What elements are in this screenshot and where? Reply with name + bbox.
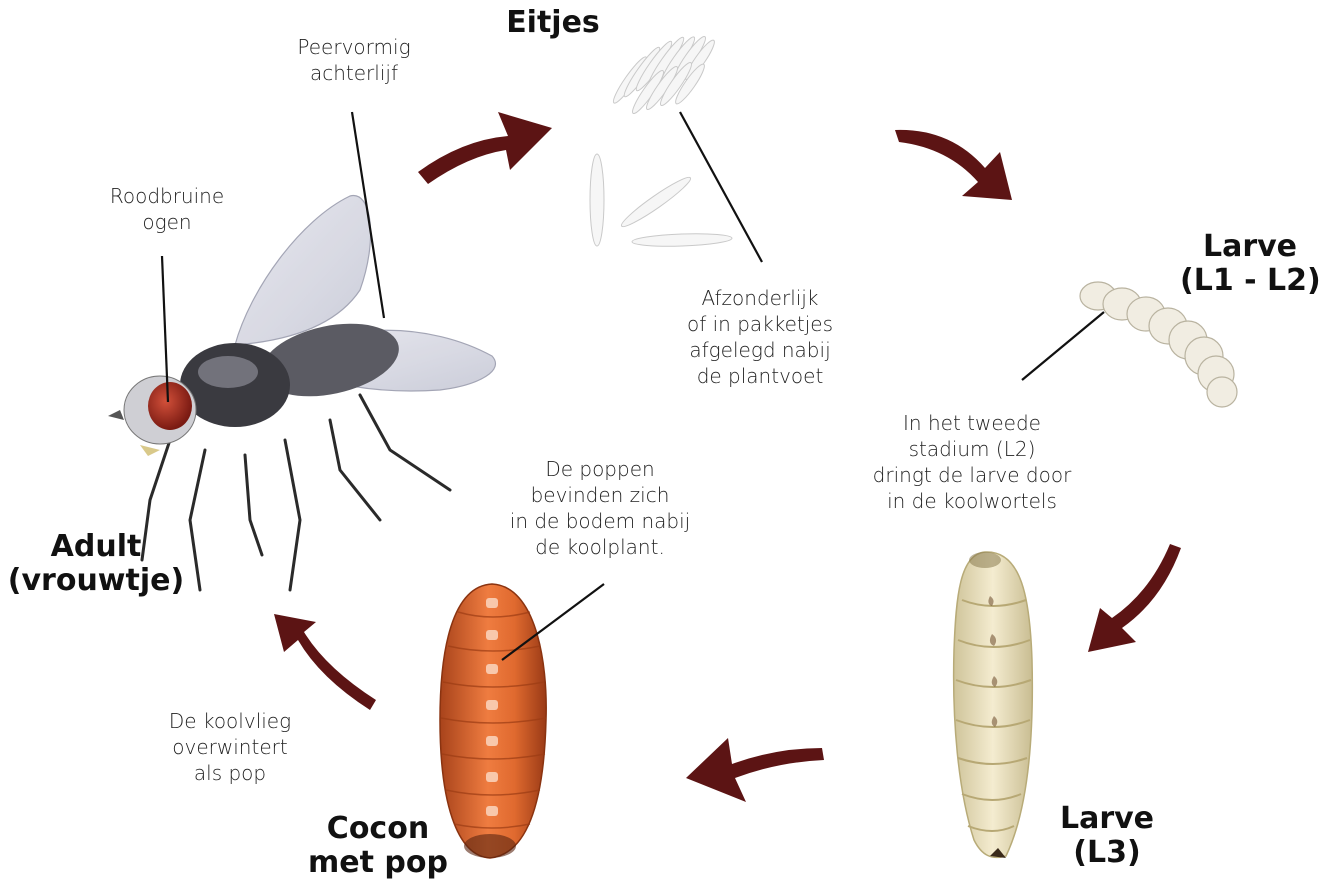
egg-single <box>618 173 694 231</box>
arrow-adult-to-eggs <box>418 112 552 184</box>
arrow-larva3-to-cocoon <box>686 738 824 802</box>
label-l2-info: In het tweede stadium (L2) dringt de lar… <box>846 410 1098 514</box>
arrow-larva-to-larva3 <box>1088 544 1181 652</box>
stage-title-larva-l3: Larve (L3) <box>1052 802 1162 870</box>
arrow-eggs-to-larva <box>895 130 1012 200</box>
callout-larva <box>1022 312 1104 380</box>
egg-single <box>590 154 604 246</box>
egg-cluster <box>610 34 718 116</box>
fly-wing <box>235 196 371 345</box>
fly-eye <box>148 382 192 430</box>
label-egg-laying: Afzonderlijk of in pakketjes afgelegd na… <box>655 285 865 389</box>
label-abdomen: Peervormig achterlijf <box>264 34 444 86</box>
stage-title-larva-l1-l2: Larve (L1 - L2) <box>1180 230 1320 298</box>
eggs-illustration <box>590 34 732 248</box>
larva-l3-illustration <box>954 552 1033 858</box>
label-eyes: Roodbruine ogen <box>82 183 252 235</box>
label-pupae-info: De poppen bevinden zich in de bodem nabi… <box>490 456 710 560</box>
stage-title-adult: Adult (vrouwtje) <box>4 530 188 598</box>
stage-title-cocoon: Cocon met pop <box>296 812 460 880</box>
larva-l1-l2-illustration <box>1080 282 1237 407</box>
label-overwinter: De koolvlieg overwintert als pop <box>140 708 320 786</box>
egg-single <box>632 232 732 247</box>
arrow-cocoon-to-adult <box>274 614 376 710</box>
stage-title-eggs: Eitjes <box>498 6 608 40</box>
